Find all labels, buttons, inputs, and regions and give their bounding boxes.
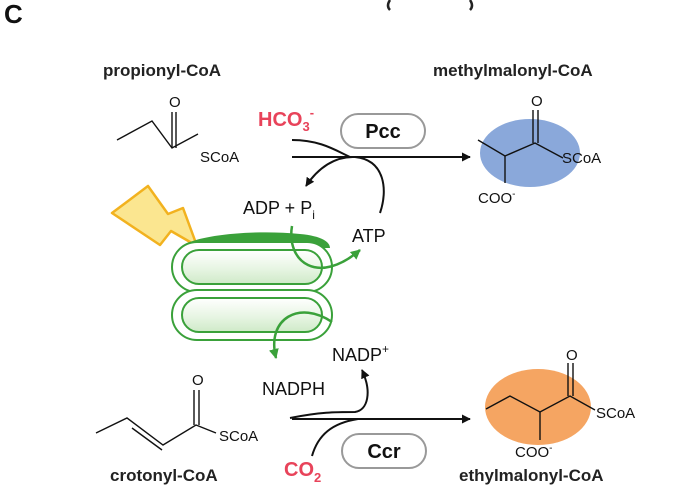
nadph-to-nadp-arc bbox=[289, 369, 370, 419]
crotonyl-coa-oxygen: O bbox=[192, 372, 204, 389]
methylmalonyl-coa-label: methylmalonyl-CoA bbox=[433, 61, 593, 80]
ethylmalonyl-coa-scoa: SCoA bbox=[596, 405, 635, 422]
crotonyl-coa-scoa: SCoA bbox=[219, 428, 258, 445]
thylakoid-lower-inner bbox=[181, 297, 323, 333]
nadph-label: NADPH bbox=[262, 379, 325, 399]
panel-letter: C bbox=[4, 0, 23, 29]
nadp-plus-label: NADP+ bbox=[332, 342, 389, 365]
propionyl-coa-scoa: SCoA bbox=[200, 149, 239, 166]
ethylmalonyl-coa-oxygen: O bbox=[566, 347, 578, 364]
propionyl-coa-label: propionyl-CoA bbox=[103, 61, 221, 80]
bicarbonate-label: HCO3- bbox=[258, 105, 314, 134]
pcc-enzyme-box bbox=[340, 113, 426, 149]
methylmalonyl-coa-oxygen: O bbox=[531, 93, 543, 110]
cropped-header-fragment bbox=[386, 0, 474, 11]
methylmalonyl-coa-scoa: SCoA bbox=[562, 150, 601, 167]
adp-to-atp-green-arrow bbox=[290, 225, 361, 270]
propionyl-coa-structure bbox=[116, 112, 199, 149]
ccr-enzyme-box bbox=[341, 433, 427, 469]
co2-uptake-arc bbox=[311, 418, 359, 457]
ethylmalonyl-coa-structure bbox=[485, 363, 596, 440]
ccr-enzyme-label: Ccr bbox=[367, 441, 401, 463]
atp-to-adp-arc bbox=[305, 155, 385, 214]
nadp-to-nadph-green-arrow bbox=[268, 311, 333, 359]
ethylmalonyl-orange-highlight bbox=[485, 369, 591, 445]
co2-label: CO2 bbox=[284, 459, 321, 485]
pcc-enzyme-label: Pcc bbox=[365, 121, 401, 143]
methylmalonyl-coa-coo: COO- bbox=[478, 189, 516, 207]
atp-label: ATP bbox=[352, 226, 386, 246]
crotonyl-coa-structure bbox=[95, 390, 217, 451]
thylakoid-upper-inner bbox=[181, 249, 323, 285]
crotonyl-coa-label: crotonyl-CoA bbox=[110, 466, 218, 485]
ethylmalonyl-coa-label: ethylmalonyl-CoA bbox=[459, 466, 604, 485]
adp-pi-label: ADP + Pi bbox=[243, 198, 315, 222]
bicarbonate-uptake-arc bbox=[291, 139, 351, 158]
ethylmalonyl-coa-coo: COO- bbox=[515, 443, 553, 461]
lightning-bolt-icon bbox=[110, 184, 199, 248]
methylmalonyl-coa-structure bbox=[477, 110, 564, 183]
propionyl-coa-oxygen: O bbox=[169, 94, 181, 111]
